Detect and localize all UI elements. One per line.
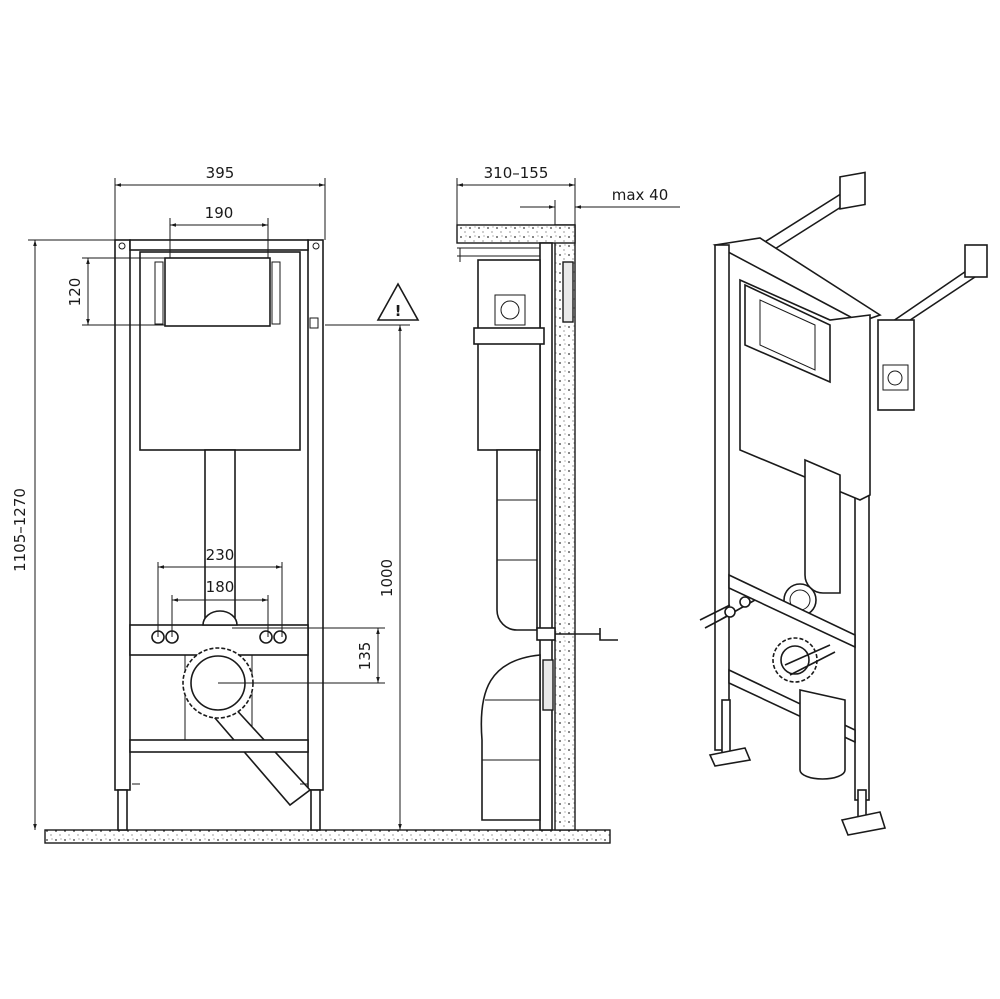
ceiling-slab — [456, 224, 576, 244]
dim-1105-1270: 1105–1270 — [11, 488, 29, 572]
dim-180: 180 — [206, 578, 235, 596]
dim-395: 395 — [206, 164, 235, 182]
left-foot — [117, 789, 128, 831]
dimension-135: 135 — [218, 627, 385, 684]
dim-190: 190 — [205, 204, 234, 222]
lower-crossbar — [129, 739, 309, 753]
dimension-overall-width: 395 — [114, 164, 326, 240]
dim-120: 120 — [66, 278, 84, 307]
top-rail — [129, 239, 309, 251]
side-view: 310–155 max 40 — [456, 164, 680, 831]
dimension-depth: 310–155 — [456, 164, 576, 225]
dim-310-155: 310–155 — [484, 164, 549, 182]
svg-text:!: ! — [395, 302, 402, 320]
dim-135: 135 — [356, 642, 374, 671]
dim-230: 230 — [206, 546, 235, 564]
cistern — [139, 251, 301, 451]
dimension-1000: 1000 — [325, 324, 410, 830]
perspective-view — [699, 171, 988, 836]
right-foot — [310, 789, 321, 831]
dimension-frame-height: 1105–1270 — [11, 239, 115, 830]
flush-plate-opening — [164, 257, 271, 327]
dimension-plate-height: 120 — [66, 257, 165, 326]
dimension-plate-width: 190 — [169, 204, 269, 258]
dimension-180: 180 — [171, 578, 269, 637]
left-post — [114, 239, 131, 791]
dimension-max-gap: max 40 — [520, 186, 680, 225]
dim-1000: 1000 — [378, 559, 396, 597]
dim-max-40: max 40 — [612, 186, 669, 204]
dimension-230: 230 — [157, 546, 283, 637]
side-cistern — [477, 259, 541, 451]
warning-triangle-icon: ! — [376, 282, 420, 321]
front-view: 395 190 120 1105–1270 230 180 — [11, 164, 611, 844]
floor-slab — [44, 829, 611, 844]
